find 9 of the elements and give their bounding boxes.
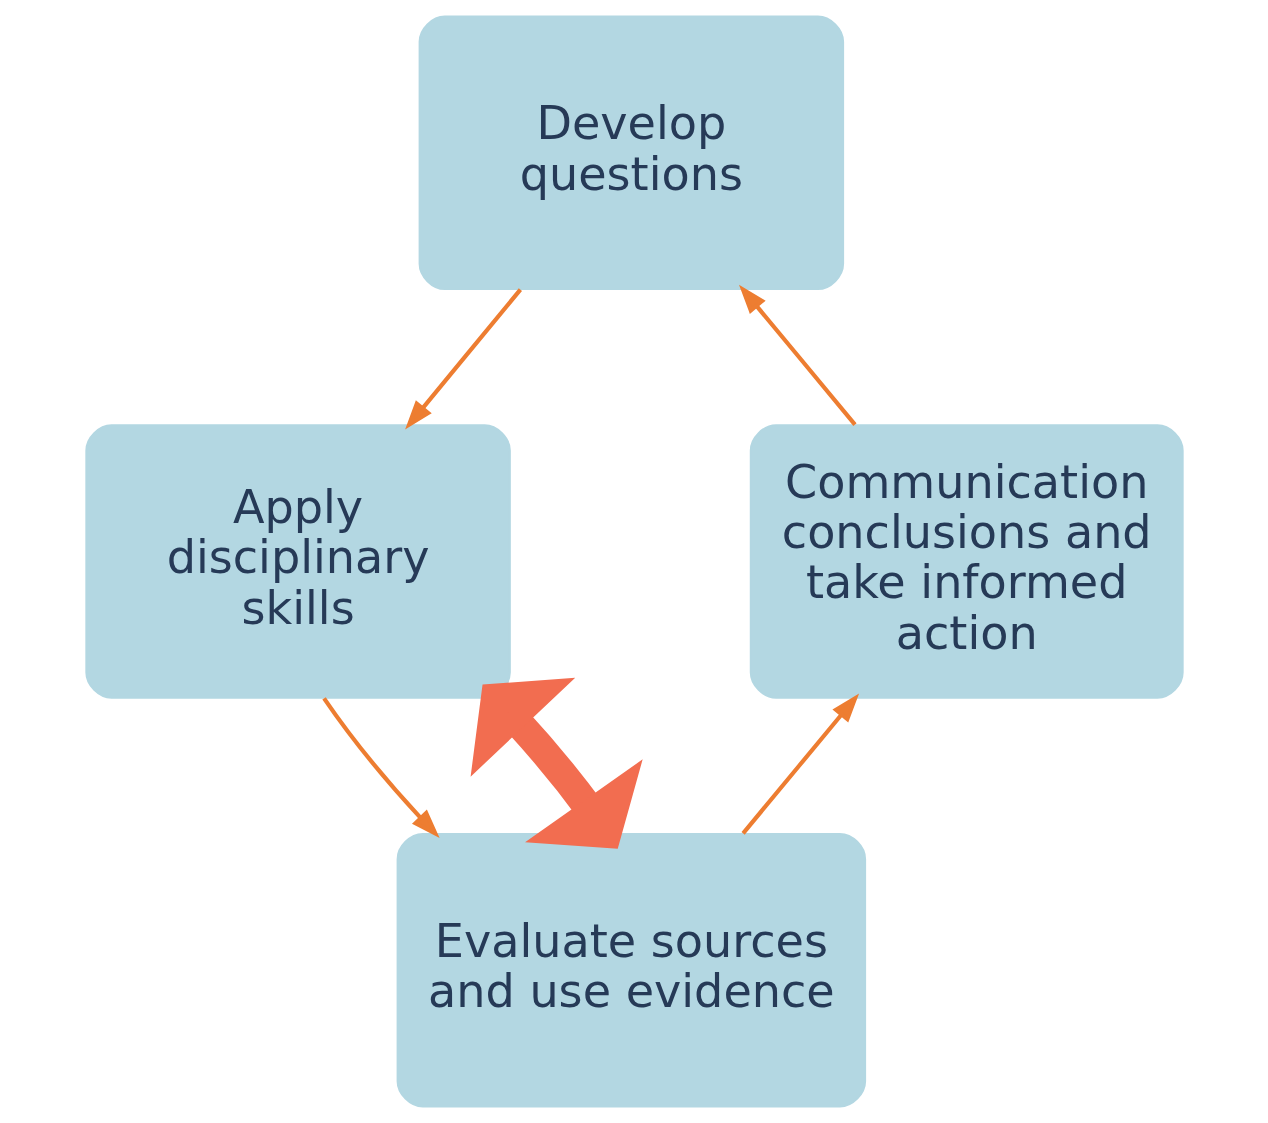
arrow: [321, 697, 440, 838]
node-box: Apply disciplinary skills: [84, 424, 511, 699]
arrow: [738, 284, 857, 426]
arrow: [470, 677, 643, 849]
arrow: [404, 288, 522, 430]
arrow: [741, 693, 859, 835]
node-box: Communication conclusions and take informed action: [749, 424, 1184, 699]
node-box: Evaluate sources and use evidence: [396, 832, 866, 1108]
node-box: Develop questions: [418, 15, 844, 291]
